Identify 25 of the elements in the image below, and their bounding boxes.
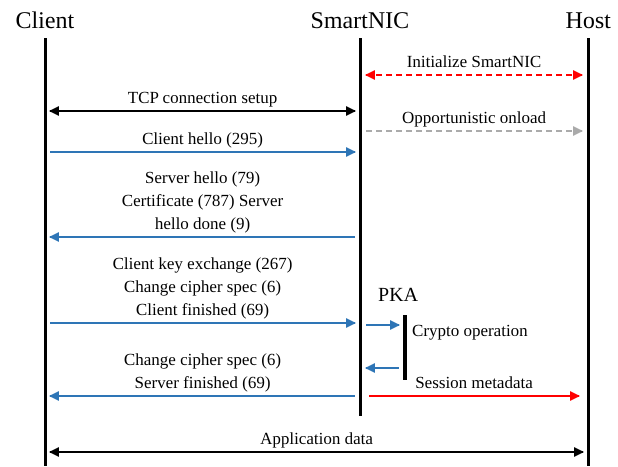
message-arrow bbox=[49, 391, 355, 401]
edge-label: Opportunistic onload bbox=[402, 107, 546, 129]
edge-label: Change cipher spec (6) Server finished (69) bbox=[122, 349, 282, 394]
lifeline-label: SmartNIC bbox=[310, 8, 410, 35]
edge-label: Client key exchange (267) Change cipher spec (6) Client finished (69) bbox=[112, 253, 294, 321]
edge-label: Server hello (79) Certificate (787) Server hello done (9) bbox=[120, 167, 284, 235]
message-arrow bbox=[49, 232, 355, 242]
message-arrow bbox=[49, 447, 584, 457]
lifeline-label: Client bbox=[16, 8, 74, 35]
message-arrow bbox=[365, 70, 583, 80]
message-arrow bbox=[365, 363, 399, 373]
message-arrow bbox=[366, 126, 583, 136]
edge-label: Session metadata bbox=[415, 372, 533, 394]
message-arrow bbox=[49, 106, 356, 116]
message-arrow bbox=[50, 147, 356, 157]
edge-label: Application data bbox=[260, 428, 373, 450]
message-arrow bbox=[369, 391, 580, 401]
message-arrow bbox=[50, 318, 356, 328]
unit-label: PKA bbox=[378, 284, 418, 307]
operation-label: Crypto operation bbox=[412, 321, 528, 341]
edge-label: TCP connection setup bbox=[128, 87, 278, 109]
lifeline-label: Host bbox=[566, 8, 611, 35]
edge-label: Initialize SmartNIC bbox=[406, 51, 542, 73]
edge-label: Client hello (295) bbox=[142, 128, 263, 150]
message-arrow bbox=[366, 320, 400, 330]
